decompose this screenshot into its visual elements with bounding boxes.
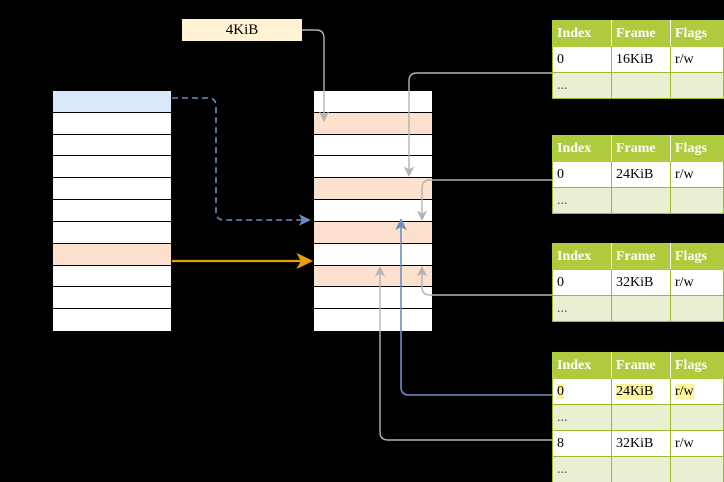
cell-flags xyxy=(670,187,724,214)
cell-flags xyxy=(670,72,724,99)
column-header-index: Index xyxy=(552,243,612,270)
cell-flags: r/w xyxy=(670,46,724,73)
physical-memory-row xyxy=(314,243,432,266)
physical-memory-row xyxy=(314,156,432,179)
cell-index: ... xyxy=(552,187,612,214)
physical-memory-row xyxy=(314,178,432,201)
cell-frame xyxy=(611,72,671,99)
wire-pt2-to-frame xyxy=(416,179,552,222)
physical-memory-row xyxy=(314,91,432,113)
cell-flags: r/w xyxy=(670,430,724,457)
wire-virtual-to-physical-dashed xyxy=(172,97,311,226)
virtual-address-space-row xyxy=(53,221,171,244)
column-header-frame: Frame xyxy=(611,352,671,379)
cell-index: ... xyxy=(552,295,612,322)
cell-frame: 16KiB xyxy=(611,46,671,73)
cell-frame: 32KiB xyxy=(611,430,671,457)
cell-flags: r/w xyxy=(670,269,724,296)
cell-frame xyxy=(611,187,671,214)
virtual-address-space-row xyxy=(53,178,171,201)
physical-memory-row xyxy=(314,221,432,244)
cell-index: 0 xyxy=(552,378,612,405)
cell-index: 0 xyxy=(552,46,612,73)
page-table-4-ellipsis-row: ... xyxy=(552,404,724,431)
cell-index: ... xyxy=(552,72,612,99)
physical-memory-row xyxy=(314,112,432,135)
cell-index: ... xyxy=(552,404,612,431)
column-header-index: Index xyxy=(552,135,612,162)
virtual-address-space-row xyxy=(53,287,171,310)
virtual-address-space-row xyxy=(53,112,171,135)
virtual-address-space-row xyxy=(53,309,171,331)
physical-memory-row xyxy=(314,309,432,331)
page-table-1-ellipsis-row: ... xyxy=(552,72,724,99)
page-table-2-ellipsis-row: ... xyxy=(552,187,724,214)
physical-memory xyxy=(313,90,433,331)
column-header-flags: Flags xyxy=(670,352,724,379)
physical-memory-row xyxy=(314,265,432,288)
cell-frame xyxy=(611,404,671,431)
page-table-4-ellipsis-row: ... xyxy=(552,456,724,482)
cell-frame xyxy=(611,295,671,322)
virtual-address-space-row xyxy=(53,156,171,179)
column-header-flags: Flags xyxy=(670,135,724,162)
page-size-label: 4KiB xyxy=(182,19,302,41)
cell-index: 8 xyxy=(552,430,612,457)
column-header-index: Index xyxy=(552,20,612,47)
physical-memory-row xyxy=(314,200,432,222)
column-header-flags: Flags xyxy=(670,20,724,47)
virtual-address-space-row xyxy=(53,134,171,157)
virtual-address-space-row xyxy=(53,243,171,266)
cell-frame: 32KiB xyxy=(611,269,671,296)
column-header-frame: Frame xyxy=(611,20,671,47)
cell-frame xyxy=(611,456,671,482)
cell-frame: 24KiB xyxy=(611,378,671,405)
column-header-index: Index xyxy=(552,352,612,379)
cell-flags xyxy=(670,404,724,431)
virtual-address-space-row xyxy=(53,200,171,222)
cell-index: 0 xyxy=(552,161,612,188)
column-header-frame: Frame xyxy=(611,135,671,162)
cell-flags: r/w xyxy=(670,161,724,188)
physical-memory-row xyxy=(314,287,432,310)
cell-frame: 24KiB xyxy=(611,161,671,188)
cell-index: 0 xyxy=(552,269,612,296)
virtual-address-space-row xyxy=(53,265,171,288)
column-header-flags: Flags xyxy=(670,243,724,270)
cell-flags xyxy=(670,295,724,322)
virtual-address-space-row xyxy=(53,91,171,113)
cell-flags: r/w xyxy=(670,378,724,405)
page-table-3-ellipsis-row: ... xyxy=(552,295,724,322)
virtual-address-space xyxy=(52,90,172,331)
cell-index: ... xyxy=(552,456,612,482)
physical-memory-row xyxy=(314,134,432,157)
column-header-frame: Frame xyxy=(611,243,671,270)
wire-pt3-to-frame xyxy=(416,265,552,296)
cell-flags xyxy=(670,456,724,482)
